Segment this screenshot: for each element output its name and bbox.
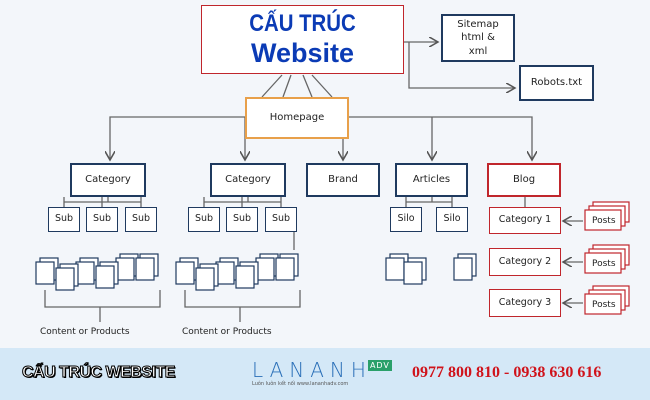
document-icon <box>255 257 275 281</box>
sub-box: Sub <box>125 207 157 232</box>
category-box-1: Category <box>70 163 146 197</box>
brand-box: Brand <box>306 163 380 197</box>
posts-label: Posts <box>592 259 616 269</box>
robots-box: Robots.txt <box>519 65 594 101</box>
sitemap-box: Sitemap html & xml <box>441 14 515 62</box>
posts-label: Posts <box>592 216 616 226</box>
document-icon <box>195 267 215 291</box>
document-icon <box>135 257 155 281</box>
post-icon <box>584 293 622 315</box>
content-caption-1: Content or Products <box>40 327 130 337</box>
blog-category-3: Category 3 <box>489 289 561 317</box>
document-icon <box>235 265 255 289</box>
footer-bar: CẤU TRÚC WEBSITE LANANHADV Luôn luôn kết… <box>0 348 650 400</box>
document-icon <box>385 257 405 281</box>
sub-box: Sub <box>188 207 220 232</box>
articles-box: Articles <box>395 163 468 197</box>
homepage-box: Homepage <box>245 97 349 139</box>
title-line1: CẤU TRÚC <box>249 10 356 37</box>
logo-badge: ADV <box>367 360 392 371</box>
brand-logo: LANANHADV Luôn luôn kết nối www.lananhad… <box>252 360 392 387</box>
document-icon <box>55 267 75 291</box>
sub-box: Sub <box>48 207 80 232</box>
document-icon <box>75 261 95 285</box>
title-box: CẤU TRÚC Website <box>201 5 404 74</box>
logo-name: LANANH <box>252 358 372 382</box>
silo-box: Silo <box>436 207 468 232</box>
connector-lines <box>35 0 630 322</box>
document-icon <box>175 261 195 285</box>
footer-title: CẤU TRÚC WEBSITE <box>22 364 176 382</box>
posts-label: Posts <box>592 300 616 310</box>
post-icon <box>584 252 622 274</box>
blog-box: Blog <box>487 163 561 197</box>
sub-box: Sub <box>226 207 258 232</box>
category-box-2: Category <box>210 163 286 197</box>
sub-box: Sub <box>86 207 118 232</box>
blog-category-2: Category 2 <box>489 248 561 276</box>
sub-box: Sub <box>265 207 297 232</box>
silo-box: Silo <box>390 207 422 232</box>
document-icon <box>115 257 135 281</box>
content-caption-2: Content or Products <box>182 327 272 337</box>
document-icon <box>453 257 473 281</box>
document-icon <box>35 261 55 285</box>
document-icon <box>275 257 295 281</box>
phone-numbers: 0977 800 810 - 0938 630 616 <box>412 364 602 381</box>
title-line2: Website <box>250 38 355 68</box>
document-icon <box>403 261 423 285</box>
post-icon <box>584 209 622 231</box>
document-icon <box>95 265 115 289</box>
logo-tagline: Luôn luôn kết nối www.lananhadv.com <box>252 381 349 387</box>
blog-category-1: Category 1 <box>489 207 561 234</box>
document-icon <box>215 261 235 285</box>
